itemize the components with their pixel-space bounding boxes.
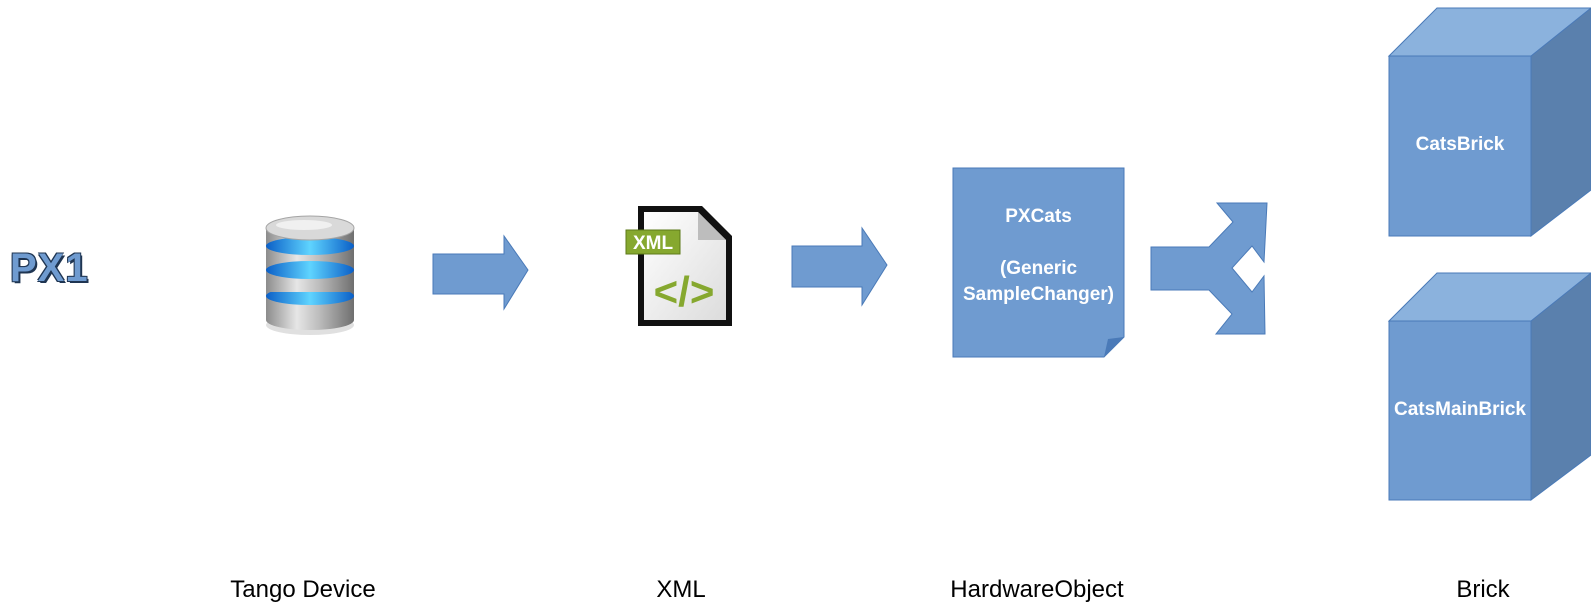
diagram-title: PX1 bbox=[10, 246, 89, 290]
cats-brick-cube bbox=[1387, 7, 1591, 238]
split-arrow bbox=[1150, 202, 1268, 335]
caption-xml: XML bbox=[656, 576, 706, 603]
caption-tango-device: Tango Device bbox=[230, 576, 376, 603]
svg-text:</>: </> bbox=[654, 268, 715, 315]
hardware-object-subtitle-2: SampleChanger) bbox=[963, 284, 1114, 305]
caption-hardware-object: HardwareObject bbox=[950, 576, 1124, 603]
xml-file-icon: XML </> bbox=[625, 206, 732, 326]
caption-brick: Brick bbox=[1456, 576, 1510, 603]
cats-main-brick-label: CatsMainBrick bbox=[1394, 399, 1526, 420]
arrow-1 bbox=[432, 234, 529, 311]
hardware-object-title: PXCats bbox=[1005, 206, 1072, 227]
arrow-2 bbox=[791, 226, 888, 307]
cats-main-brick-cube bbox=[1387, 272, 1591, 501]
svg-text:XML: XML bbox=[633, 233, 674, 254]
database-icon bbox=[265, 215, 355, 335]
hardware-object-label: PXCats (Generic SampleChanger) bbox=[953, 204, 1124, 308]
cats-brick-label: CatsBrick bbox=[1415, 134, 1505, 155]
hardware-object-subtitle-1: (Generic bbox=[999, 258, 1078, 279]
